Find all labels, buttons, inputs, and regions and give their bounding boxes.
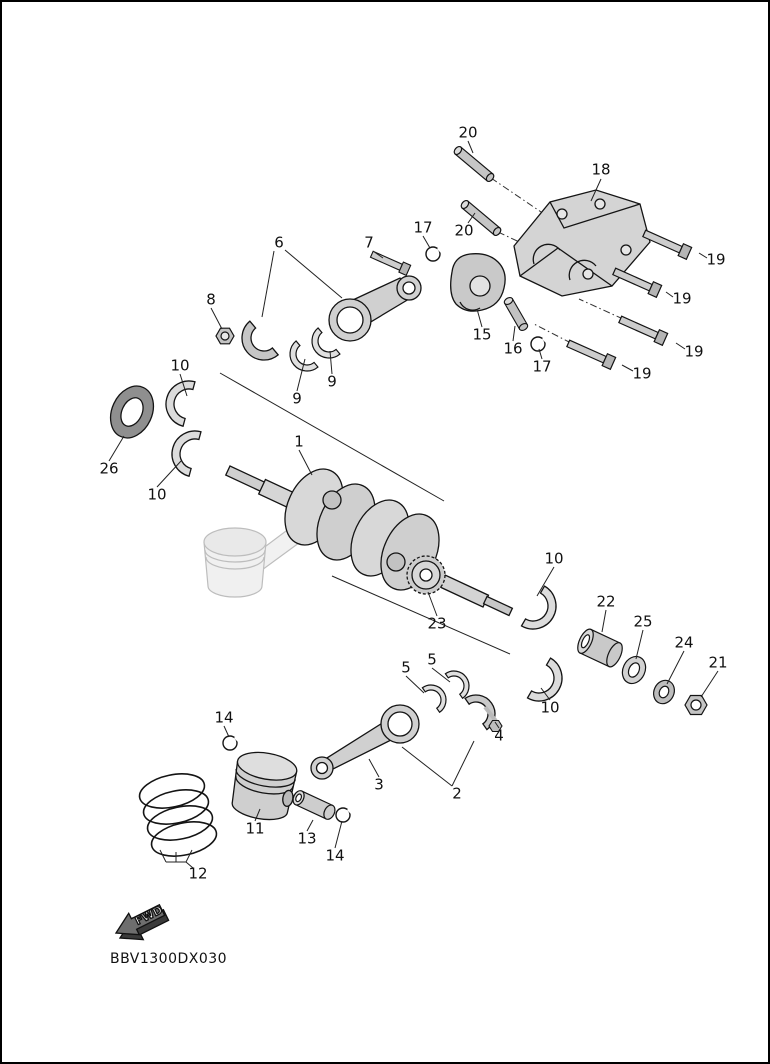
callout-10: 10: [544, 549, 564, 568]
callout-19: 19: [684, 342, 704, 361]
callout-9: 9: [327, 372, 337, 391]
callout-4: 4: [494, 726, 504, 745]
washer-25: [621, 655, 647, 685]
callout-1: 1: [294, 432, 304, 451]
rod-cap-lower: [464, 694, 496, 731]
piston-ring-set: [138, 773, 218, 857]
callout-17: 17: [532, 357, 552, 376]
callout-8: 8: [206, 290, 216, 309]
callout-25: 25: [633, 612, 653, 631]
rod-cap-upper: [241, 320, 280, 361]
balancer-weight: [450, 253, 506, 312]
callout-6: 6: [274, 233, 284, 252]
callout-19: 19: [632, 364, 652, 383]
primary-gear: [406, 555, 446, 595]
nut-21: [684, 694, 708, 716]
callout-5: 5: [401, 658, 411, 677]
connecting-rod-lower: [310, 704, 420, 780]
piston-pin-clip: [222, 735, 351, 823]
crank-pin-16: [503, 297, 529, 331]
connecting-rod-upper: [328, 275, 422, 342]
callout-2: 2: [452, 784, 462, 803]
piston: [231, 751, 298, 821]
callout-24: 24: [674, 633, 694, 652]
callout-26: 26: [99, 459, 119, 478]
dowel-pin: [453, 145, 502, 237]
callout-11: 11: [245, 819, 265, 838]
callout-19: 19: [706, 250, 726, 269]
circlip-17: [425, 246, 546, 352]
callout-21: 21: [708, 653, 728, 672]
callout-18: 18: [591, 160, 611, 179]
callout-19: 19: [672, 289, 692, 308]
callout-22: 22: [596, 592, 616, 611]
callout-20: 20: [458, 123, 478, 142]
callout-5: 5: [427, 650, 437, 669]
clip-gap: [233, 735, 354, 815]
diagram-code: BBV1300DX030: [110, 951, 228, 967]
callout-10: 10: [540, 698, 560, 717]
piston-pin: [292, 790, 336, 820]
callout-12: 12: [188, 864, 208, 883]
nut-8: [215, 327, 235, 345]
callout-23: 23: [427, 614, 447, 633]
callout-9: 9: [292, 389, 302, 408]
callout-7: 7: [364, 233, 374, 252]
main-bearing-shell-10: [165, 380, 563, 702]
circlip-gap: [436, 246, 549, 344]
callout-13: 13: [297, 829, 317, 848]
crankcase-bolt: [566, 229, 693, 371]
rod-bearing-shell-5: [421, 670, 470, 714]
callout-17: 17: [413, 218, 433, 237]
callout-14: 14: [325, 846, 345, 865]
callout-16: 16: [503, 339, 523, 358]
callout-15: 15: [472, 325, 492, 344]
fwd-arrow: FWD: [114, 903, 170, 941]
callout-10: 10: [170, 356, 190, 375]
crankshaft: [224, 465, 514, 617]
oil-seal: [109, 385, 155, 439]
callout-14: 14: [214, 708, 234, 727]
rod-bolt-4: [483, 705, 503, 733]
callout-3: 3: [374, 775, 384, 794]
callout-20: 20: [454, 221, 474, 240]
rod-bearing-shell-9: [289, 327, 341, 372]
leader-lines: [108, 140, 719, 869]
rod-cap-bolt: [369, 250, 412, 277]
callout-10: 10: [147, 485, 167, 504]
collar-24: [653, 679, 675, 705]
spacer-22: [577, 628, 623, 668]
